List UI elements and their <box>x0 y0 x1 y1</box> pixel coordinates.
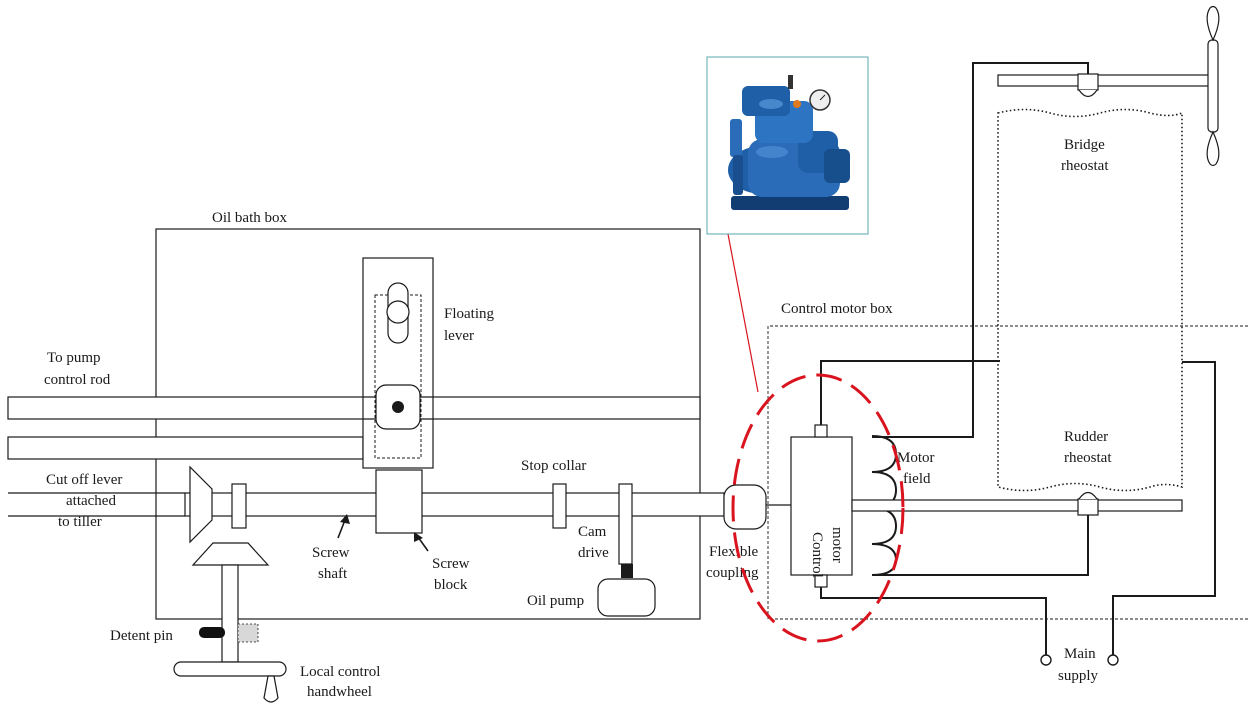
bevel-gear-horizontal <box>189 465 213 544</box>
motor-field-label-2: field <box>903 471 931 487</box>
screw-block-label-2: block <box>434 577 468 593</box>
screw-shaft-label-1: Screw <box>312 545 350 561</box>
to-pump-label-1: To pump <box>47 350 101 366</box>
control-motor <box>790 436 853 576</box>
bridge-rheostat-label-2: rheostat <box>1061 158 1109 174</box>
screw-shaft <box>184 492 725 517</box>
detent-pin-label: Detent pin <box>110 628 173 644</box>
wiring <box>820 62 1216 655</box>
detent-pin <box>199 627 225 638</box>
flexible-coupling-label-2: coupling <box>706 565 759 581</box>
control-motor-box-label: Control motor box <box>781 301 893 317</box>
bridge-rheostat-label-1: Bridge <box>1064 137 1105 153</box>
control-motor-label-1: Control <box>809 532 825 578</box>
screw-block <box>375 469 423 534</box>
pump-control-rod-lower <box>7 436 364 460</box>
lever-pivot-pin <box>392 401 404 413</box>
hydraulic-pump-photo <box>706 56 869 235</box>
stop-collar <box>552 483 567 529</box>
rheostat-outline <box>997 108 1183 492</box>
cam-drive-label-1: Cam <box>578 524 607 540</box>
callout-line <box>727 233 759 393</box>
main-supply-label-2: supply <box>1058 668 1099 684</box>
rudder-rheostat-label-2: rheostat <box>1064 450 1112 466</box>
floating-lever-label-2: lever <box>444 328 474 344</box>
flexible-coupling-label-1: Flexible <box>709 544 759 560</box>
bridge-lever-handle <box>1207 39 1219 133</box>
screw-shaft-label-2: shaft <box>318 566 348 582</box>
oil-bath-box <box>155 228 701 620</box>
local-control-handwheel <box>173 661 287 677</box>
oil-pump-label: Oil pump <box>527 593 584 609</box>
cut-off-label-3: to tiller <box>58 514 102 530</box>
motor-field-label-1: Motor <box>897 450 935 466</box>
oil-bath-box-label: Oil bath box <box>212 210 287 226</box>
control-motor-box <box>767 325 1248 620</box>
bridge-shaft <box>997 74 1212 87</box>
cam-drive <box>618 483 633 565</box>
cut-off-label-1: Cut off lever <box>46 472 122 488</box>
floating-lever-label-1: Floating <box>444 306 495 322</box>
to-pump-label-2: control rod <box>44 372 111 388</box>
rudder-rheostat-label-1: Rudder <box>1064 429 1108 445</box>
screw-block-label-1: Screw <box>432 556 470 572</box>
local-control-label-1: Local control <box>300 664 380 680</box>
main-supply-label-1: Main <box>1064 646 1096 662</box>
control-motor-label-2: motor <box>829 527 845 563</box>
local-control-label-2: handwheel <box>307 684 372 700</box>
oil-pump <box>597 578 656 617</box>
bevel-gear-vertical <box>191 542 270 566</box>
cam-drive-label-2: drive <box>578 545 609 561</box>
rheostat-shaft <box>851 499 1183 512</box>
stop-collar-label: Stop collar <box>521 458 586 474</box>
coupling-highlight-ellipse <box>731 373 905 643</box>
main-supply-terminal-right <box>1107 654 1119 666</box>
handwheel-shaft <box>221 564 239 663</box>
pump-control-rod-upper <box>7 396 701 420</box>
flexible-coupling <box>723 484 767 530</box>
main-supply-terminal-left <box>1040 654 1052 666</box>
cut-off-label-2: attached <box>66 493 116 509</box>
shaft-collar <box>231 483 247 529</box>
